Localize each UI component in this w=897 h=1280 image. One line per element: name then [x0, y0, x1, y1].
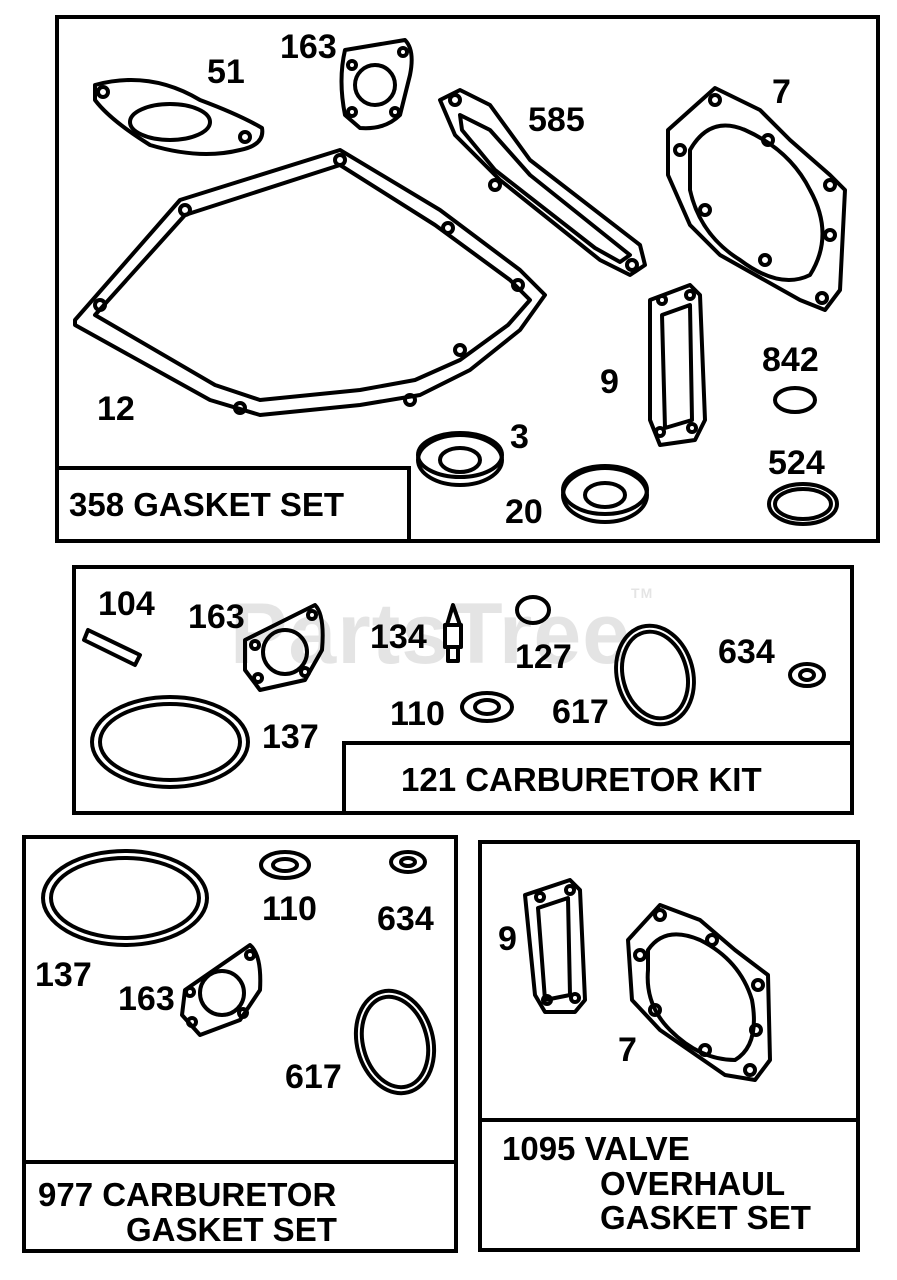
part-label-3: 3: [510, 418, 529, 456]
part-634-washer-set: [389, 850, 427, 874]
part-label-634-kit: 634: [718, 633, 775, 671]
part-617-ring-kit: [614, 623, 696, 727]
part-9-gasket: [648, 283, 707, 447]
part-label-524: 524: [768, 444, 825, 482]
part-label-7-overhaul: 7: [618, 1031, 637, 1069]
part-3-seal: [416, 431, 504, 487]
valve-overhaul-title-line2: OVERHAUL: [600, 1164, 786, 1202]
part-137-ring-set: [41, 849, 209, 947]
part-label-634-set: 634: [377, 900, 434, 938]
part-163-gasket-kit: [243, 603, 325, 692]
part-label-163: 163: [280, 28, 337, 66]
part-label-104: 104: [98, 585, 155, 623]
carburetor-gasket-set-title-line2: GASKET SET: [126, 1210, 337, 1248]
part-label-51: 51: [207, 53, 245, 91]
part-127-plug: [515, 595, 551, 625]
part-label-163-kit: 163: [188, 598, 245, 636]
part-label-842: 842: [762, 341, 819, 379]
part-163-gasket-set: [180, 943, 263, 1037]
part-585-gasket: [438, 88, 647, 277]
part-842-ring: [773, 386, 817, 414]
part-label-617-set: 617: [285, 1058, 342, 1096]
part-label-110-set: 110: [262, 890, 317, 928]
valve-overhaul-title-line3: GASKET SET: [600, 1199, 811, 1237]
part-524-ring: [767, 482, 839, 526]
part-label-110-kit: 110: [390, 695, 445, 733]
watermark: PartsTreeTM: [230, 585, 654, 682]
part-label-12: 12: [97, 390, 135, 428]
carburetor-kit-title-text: 121 CARBURETOR KIT: [401, 761, 762, 798]
part-20-seal: [561, 464, 649, 524]
gasket-set-title: 358 GASKET SET: [55, 466, 411, 543]
part-7-gasket: [666, 86, 847, 312]
carburetor-gasket-set-title: 977 CARBURETOR GASKET SET: [22, 1160, 458, 1253]
part-label-137-set: 137: [35, 956, 92, 994]
part-label-20: 20: [505, 493, 543, 531]
part-7-gasket-overhaul: [626, 903, 772, 1082]
part-137-ring-kit: [90, 695, 250, 789]
carburetor-kit-title: 121 CARBURETOR KIT: [342, 741, 854, 815]
part-label-163-set: 163: [118, 980, 175, 1018]
gasket-set-title-text: 358 GASKET SET: [69, 486, 345, 523]
part-617-ring-set: [353, 988, 437, 1096]
valve-overhaul-title: 1095 VALVE OVERHAUL GASKET SET: [478, 1118, 860, 1252]
part-label-617-kit: 617: [552, 693, 609, 731]
part-51-gasket: [93, 78, 265, 156]
part-110-washer-kit: [460, 691, 514, 723]
part-label-9: 9: [600, 363, 619, 401]
part-634-washer-kit: [788, 662, 826, 688]
part-104-pin: [82, 628, 142, 667]
part-label-137-kit: 137: [262, 718, 319, 756]
part-134-needle: [443, 603, 463, 663]
part-label-127: 127: [515, 638, 572, 676]
part-110-washer-set: [259, 850, 311, 880]
part-163-gasket: [339, 38, 414, 131]
part-label-7: 7: [772, 73, 791, 111]
part-12-gasket: [73, 148, 547, 417]
part-label-134: 134: [370, 618, 427, 656]
part-label-9-overhaul: 9: [498, 920, 517, 958]
valve-overhaul-title-line1: 1095 VALVE: [502, 1130, 690, 1167]
part-9-gasket-overhaul: [523, 878, 587, 1014]
carburetor-gasket-set-title-line1: 977 CARBURETOR: [38, 1176, 337, 1213]
part-label-585: 585: [528, 101, 585, 139]
